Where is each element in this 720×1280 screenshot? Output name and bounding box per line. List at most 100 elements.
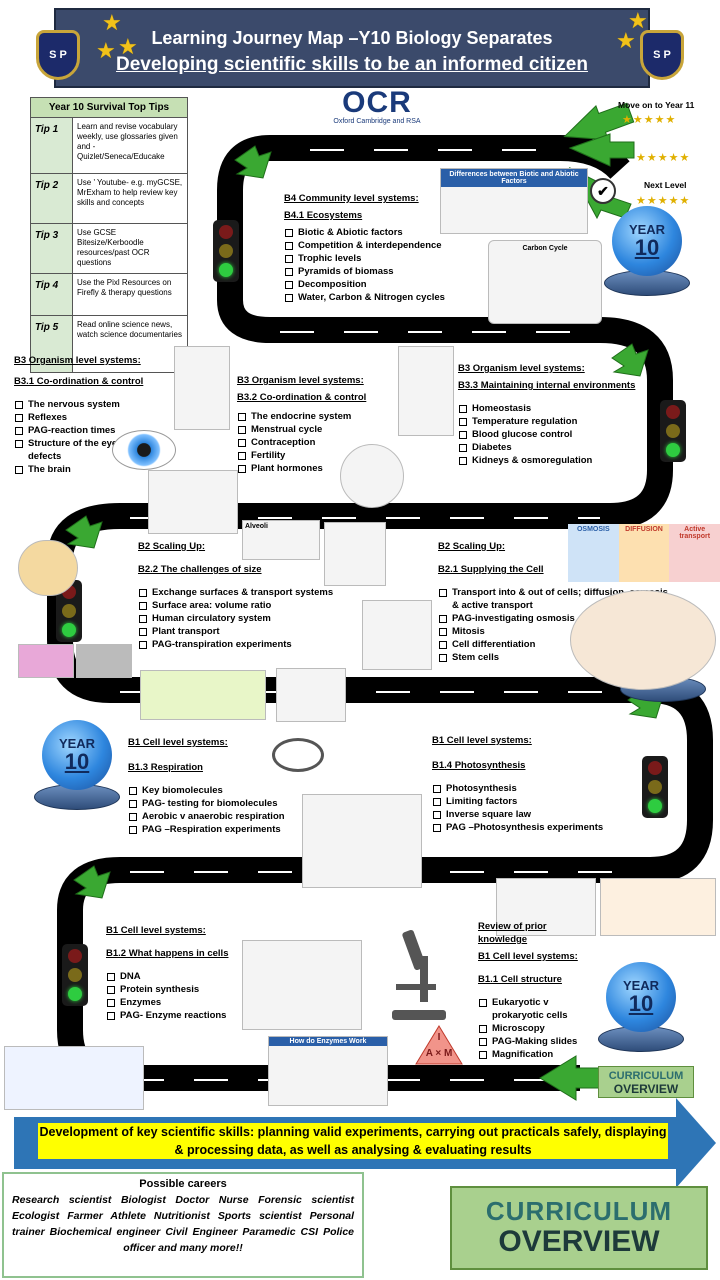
page-subtitle: Developing scientific skills to be an in… <box>116 54 588 75</box>
star-icon: ★ <box>102 10 122 35</box>
topic-item: Exchange surfaces & transport systems <box>138 586 358 599</box>
tip-text: Read online science news, watch science … <box>77 320 182 339</box>
topic-item: Fertility <box>237 449 407 462</box>
skills-arrow-head <box>676 1098 716 1188</box>
topic-item: Microscopy <box>478 1022 596 1035</box>
topic-list: DNA Protein synthesis Enzymes PAG- Enzym… <box>106 970 266 1022</box>
header-banner: Learning Journey Map –Y10 Biology Separa… <box>54 8 650 88</box>
tip-text: Learn and revise vocabulary weekly, use … <box>77 122 178 161</box>
school-logo-left: S P <box>36 30 80 80</box>
formula-am: A × M <box>425 1048 453 1059</box>
biotic-abiotic-image: Differences between Biotic and Abiotic F… <box>440 168 588 234</box>
microscope-icon <box>386 926 452 1024</box>
curriculum-overview-badge: CURRICULUM OVERVIEW <box>450 1186 708 1270</box>
image-caption: Carbon Cycle <box>522 245 568 252</box>
star-icon: ★ <box>118 34 138 59</box>
tip-text: Use GCSE Bitesize/Kerboodle resources/pa… <box>77 228 150 267</box>
topic-item: Reflexes <box>14 411 174 424</box>
nervous-system-image <box>174 346 230 430</box>
topic-item: Water, Carbon & Nitrogen cycles <box>284 291 474 304</box>
stars-rating: ★★★★★ <box>622 114 677 126</box>
section-title: B2 Scaling Up: <box>138 541 206 552</box>
green-arrow-2 <box>611 343 649 377</box>
image-caption: Alveoli <box>245 523 268 530</box>
next-level-label: Next Level <box>644 180 687 190</box>
section-b4: B4 Community level systems: B4.1 Ecosyst… <box>284 192 474 304</box>
topic-item: PAG-investigating osmosis <box>438 612 668 625</box>
skills-text: Development of key scientific skills: pl… <box>38 1123 668 1159</box>
section-b33: B3 Organism level systems: B3.3 Maintain… <box>458 362 648 467</box>
topic-item: Magnification <box>478 1048 596 1061</box>
move-on-label: Move on to Year 11 <box>618 100 695 110</box>
careers-text: Research scientist Biologist Doctor Nurs… <box>12 1194 354 1254</box>
section-title: B3 Organism level systems: <box>14 355 141 366</box>
heart-image <box>324 522 386 586</box>
tip-key: Tip 2 <box>31 174 73 223</box>
magnification-triangle: I A × M <box>414 1024 464 1066</box>
section-title: B3 Organism level systems: <box>458 363 585 374</box>
topic-list: Biotic & Abiotic factors Competition & i… <box>284 226 474 304</box>
school-logo-right: S P <box>640 30 684 80</box>
topic-item: Key biomolecules <box>128 784 328 797</box>
year-label: YEAR <box>628 222 666 237</box>
alveoli-image: Alveoli <box>242 520 320 560</box>
ocr-tagline: Oxford Cambridge and RSA <box>333 118 421 125</box>
green-arrow-1 <box>234 145 272 179</box>
reflex-image <box>148 470 238 534</box>
traffic-light-icon <box>642 756 668 818</box>
careers-box: Possible careers Research scientist Biol… <box>2 1172 364 1278</box>
section-b21: B2 Scaling Up: B2.1 Supplying the Cell T… <box>438 540 668 664</box>
section-subtitle: B4.1 Ecosystems <box>284 210 363 221</box>
topic-item: Decomposition <box>284 278 474 291</box>
topic-item: Surface area: volume ratio <box>138 599 358 612</box>
section-title: B1 Cell level systems: <box>106 925 206 936</box>
topic-item: Temperature regulation <box>458 415 648 428</box>
topic-item: Structure of the eye & eye defects <box>14 437 174 463</box>
osmosis-diffusion-image: OSMOSIS DIFFUSION Active transport <box>568 524 720 582</box>
topic-item: PAG-Making slides <box>478 1035 596 1048</box>
section-b14: B1 Cell level systems: B1.4 Photosynthes… <box>432 734 612 834</box>
topic-item: Homeostasis <box>458 402 648 415</box>
section-subtitle: B1.2 What happens in cells <box>106 948 229 959</box>
topic-item: DNA <box>106 970 266 983</box>
topic-item: Eukaryotic v prokaryotic cells <box>478 996 596 1022</box>
arrow-middle <box>568 133 635 167</box>
traffic-light-icon <box>213 220 239 282</box>
ocr-logo: OCR Oxford Cambridge and RSA <box>326 88 428 128</box>
section-title: B1 Cell level systems: <box>128 737 228 748</box>
traffic-light-icon <box>660 400 686 462</box>
cell-differentiation-image <box>362 600 432 670</box>
year-number: 10 <box>64 749 90 774</box>
topic-item: PAG-reaction times <box>14 424 174 437</box>
road-segment-top <box>300 135 630 180</box>
topic-item: Kidneys & osmoregulation <box>458 454 648 467</box>
topic-item: Pyramids of biomass <box>284 265 474 278</box>
section-subtitle: B3.1 Co-ordination & control <box>14 376 144 387</box>
check-badge-icon: ✔ <box>590 178 616 204</box>
tip-text: Use ' Youtube- e.g. myGCSE, MrExham to h… <box>77 178 183 207</box>
stars-rating: ★★★★★ <box>636 195 691 207</box>
section-title: B1 Cell level systems: <box>432 735 532 746</box>
topic-item: PAG- testing for biomolecules <box>128 797 328 810</box>
section-b11: Review of prior knowledge B1 Cell level … <box>478 920 596 1061</box>
year-number: 10 <box>628 991 654 1016</box>
year-label: YEAR <box>58 736 96 751</box>
topic-item: Plant hormones <box>237 462 407 475</box>
curriculum-line1: CURRICULUM <box>485 1196 673 1226</box>
tip-key: Tip 3 <box>31 224 73 273</box>
microvilli-image <box>76 644 132 678</box>
section-b31: B3 Organism level systems: B3.1 Co-ordin… <box>14 354 174 476</box>
topic-item: Inverse square law <box>432 808 612 821</box>
tips-heading: Year 10 Survival Top Tips <box>31 98 187 118</box>
careers-title: Possible careers <box>139 1178 227 1190</box>
topic-item: The endocrine system <box>237 410 407 423</box>
curriculum-line2: OVERVIEW <box>498 1225 660 1258</box>
star-icon: ★ <box>96 38 116 63</box>
respiration-apparatus-image <box>302 794 422 888</box>
topic-item: PAG- Enzyme reactions <box>106 1009 266 1022</box>
section-subtitle: B3.2 Co-ordination & control <box>237 392 367 403</box>
mitochondrion-image <box>272 738 324 772</box>
section-subtitle: B1.4 Photosynthesis <box>432 760 526 771</box>
topic-item: Competition & interdependence <box>284 239 474 252</box>
year-number: 10 <box>634 235 660 260</box>
